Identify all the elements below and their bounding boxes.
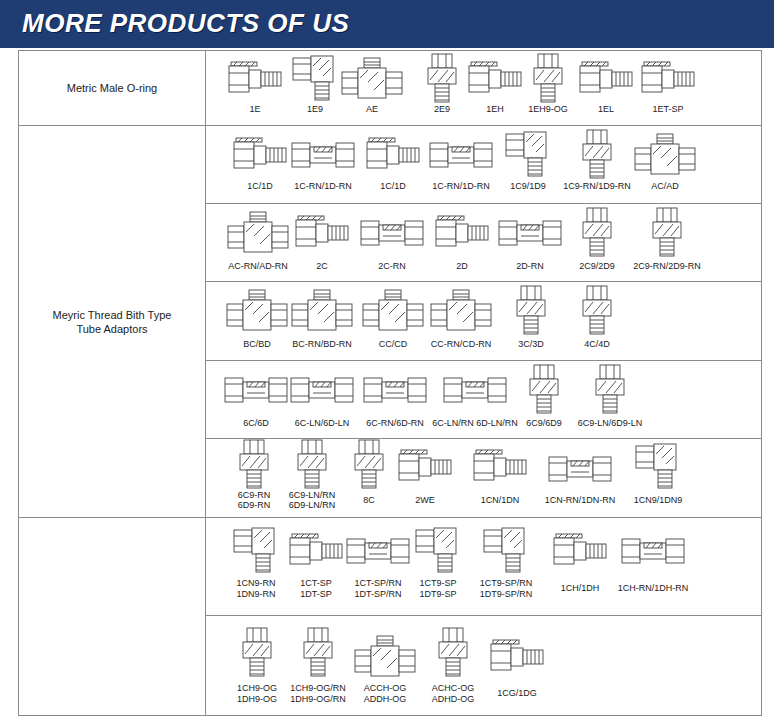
part-code: 1DT9-SP/RN — [479, 589, 534, 599]
part-code: 6C-RN/6D-RN — [365, 418, 425, 428]
part-code: 6D9-RN — [237, 500, 272, 510]
part-code: 8C — [362, 495, 376, 505]
part-code: 6C9-LN/RN — [288, 490, 337, 500]
part-code: 1C/1D — [379, 181, 407, 191]
part-code: 2C-RN — [377, 261, 407, 271]
part-code: 1EH9-OG — [527, 104, 569, 114]
part-code: 1E9 — [306, 104, 324, 114]
part-code: 2C — [315, 261, 329, 271]
page-title: MORE PRODUCTS OF US — [22, 8, 349, 39]
part-code: 6C/6D — [242, 418, 270, 428]
part-code: ADDH-OG — [363, 694, 408, 704]
part-code: 2D-RN — [515, 261, 545, 271]
part-code: 1CG/1DG — [496, 688, 538, 698]
part-code: 1C9/1D9 — [509, 181, 547, 191]
part-code: 1CN9-RN — [235, 578, 276, 588]
part-code: 1DT9-SP — [418, 589, 457, 599]
part-code: 6D9-LN/RN — [288, 500, 337, 510]
fitting-drawings — [225, 54, 695, 676]
table-grid — [18, 50, 762, 716]
part-code: 3C/3D — [517, 339, 545, 349]
part-code: 1C-RN/1D-RN — [431, 181, 491, 191]
part-code: AC-RN/AD-RN — [227, 261, 289, 271]
part-code: 1CT-SP/RN — [353, 578, 402, 588]
part-code: ACHC-OG — [431, 683, 476, 693]
part-code: 1DN9-RN — [235, 589, 276, 599]
part-code: 1CH9-OG/RN — [289, 683, 347, 693]
part-code: 1CN9/1DN9 — [633, 495, 684, 505]
part-code: 1DH9-OG — [236, 694, 278, 704]
part-code: CC/CD — [378, 339, 409, 349]
part-code: 1C/1D — [246, 181, 274, 191]
part-code: BC/BD — [242, 339, 272, 349]
part-code: 2D — [455, 261, 469, 271]
part-code: ADHD-OG — [431, 694, 476, 704]
part-code: 1DT-SP/RN — [353, 589, 402, 599]
part-code: 1CT9-SP — [418, 578, 457, 588]
part-code: 2C9/2D9 — [578, 261, 616, 271]
category-name: Metric Male O-ring — [67, 81, 157, 95]
part-code: 6C-LN/6D-LN — [294, 418, 351, 428]
category-cell: Meyric Thread Bith Type Tube Adaptors — [19, 126, 205, 517]
category-cell: Metric Male O-ring — [19, 51, 205, 125]
part-code: CC-RN/CD-RN — [430, 339, 493, 349]
category-name: Meyric Thread Bith Type Tube Adaptors — [45, 308, 180, 336]
part-code: 6C9-RN — [237, 490, 272, 500]
part-code: AE — [365, 104, 379, 114]
part-code: 1CN-RN/1DN-RN — [544, 495, 617, 505]
part-code: 1CH9-OG — [236, 683, 278, 693]
part-code: AC/AD — [650, 181, 680, 191]
part-code: 1CH/1DH — [560, 583, 601, 593]
part-code: 2WE — [414, 495, 436, 505]
part-code: 1EH — [485, 104, 505, 114]
part-code: 6C9/6D9 — [525, 418, 563, 428]
part-code: 1CH-RN/1DH-RN — [617, 583, 690, 593]
part-code: BC-RN/BD-RN — [291, 339, 353, 349]
part-code: 1C-RN/1D-RN — [293, 181, 353, 191]
part-code: 2E9 — [433, 104, 451, 114]
part-code: 6C-LN/RN 6D-LN/RN — [431, 418, 519, 428]
part-code: 1CN/1DN — [480, 495, 521, 505]
part-code: 1E — [248, 104, 261, 114]
part-code: 4C/4D — [583, 339, 611, 349]
part-code: 1C9-RN/1D9-RN — [562, 181, 632, 191]
part-code: 1EL — [597, 104, 615, 114]
part-code: 1DT-SP — [299, 589, 333, 599]
part-code: 1CT-SP — [299, 578, 333, 588]
part-code: 2C9-RN/2D9-RN — [632, 261, 702, 271]
part-code: 1ET-SP — [651, 104, 684, 114]
part-code: 1CT9-SP/RN — [479, 578, 534, 588]
part-code: 1DH9-OG/RN — [289, 694, 347, 704]
part-code: 6C9-LN/6D9-LN — [577, 418, 644, 428]
part-code: ACCH-OG — [363, 683, 408, 693]
